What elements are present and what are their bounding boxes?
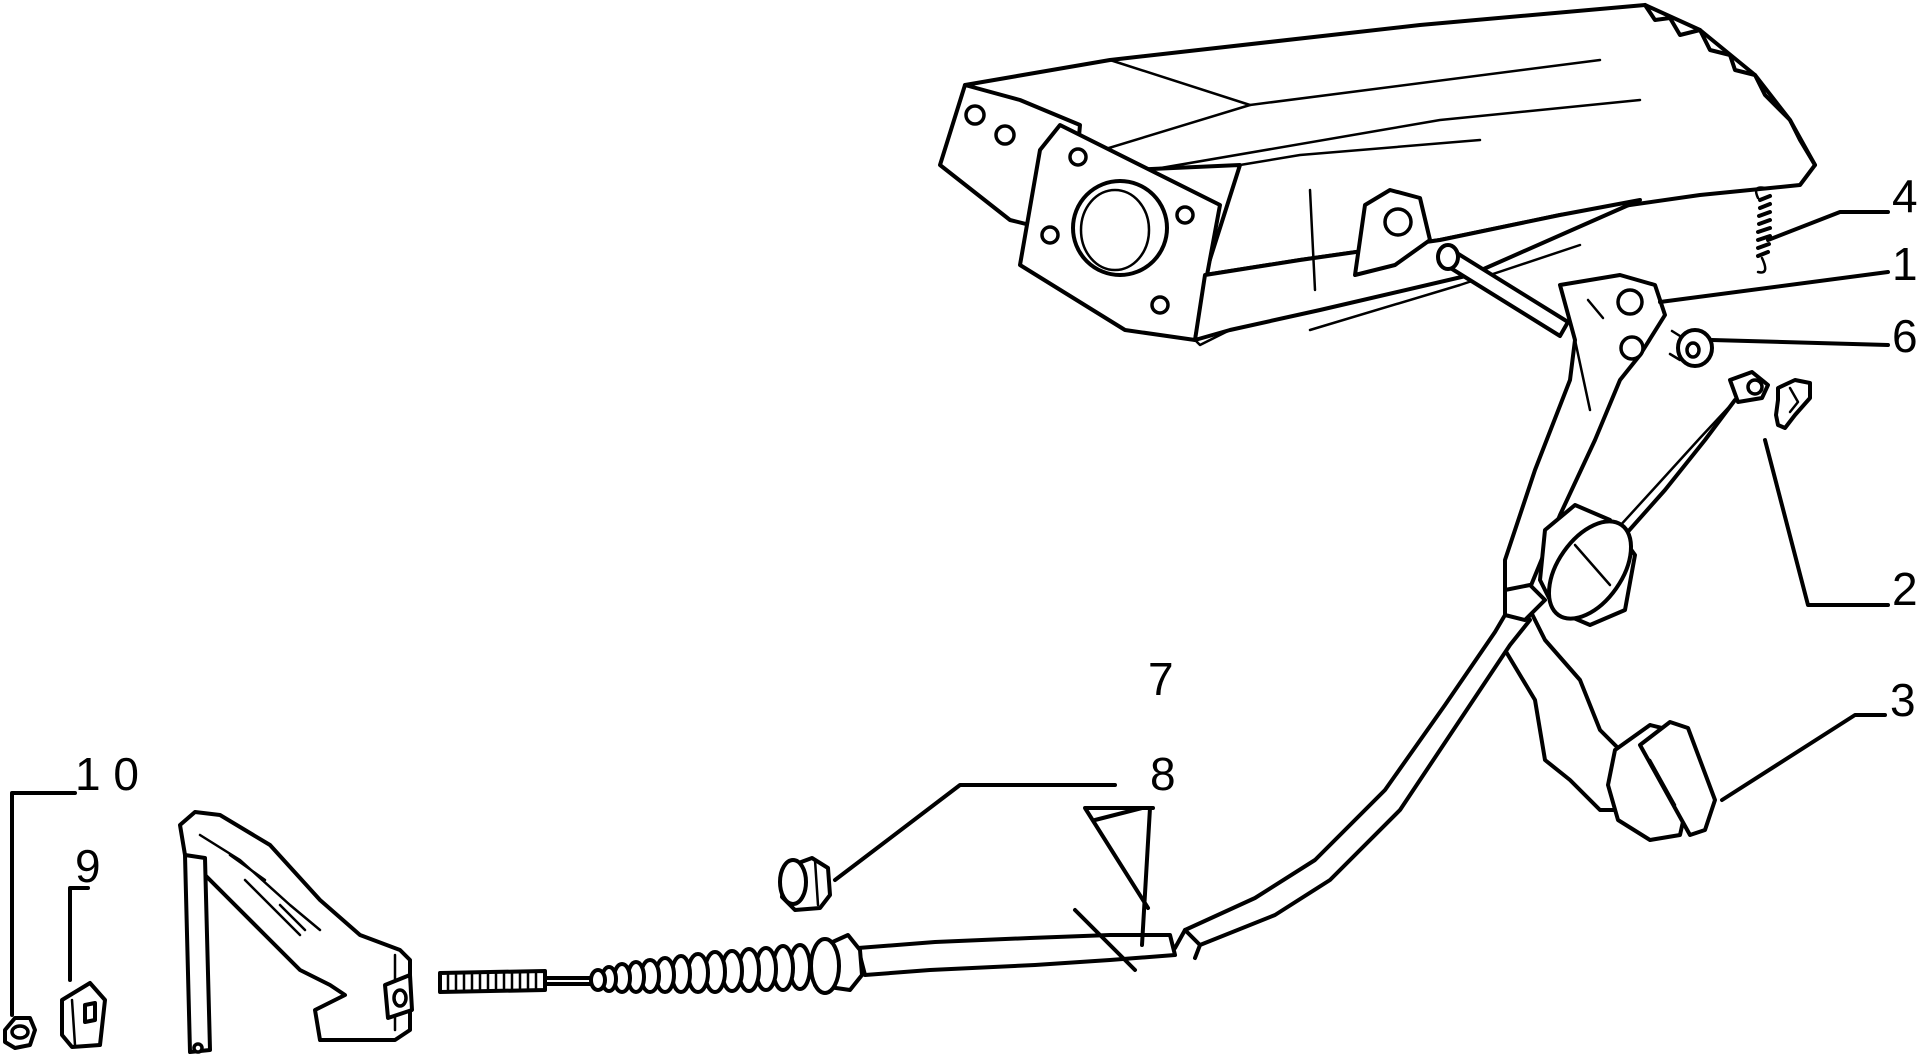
bushing: [1668, 328, 1714, 368]
pivot-shaft: [1436, 243, 1570, 338]
nut: [3, 1016, 37, 1050]
clutch-pedal-arm: [1503, 273, 1717, 842]
callout-labels: 4 1 6 2 3 7 8 9 1 0: [75, 170, 1918, 892]
callout-8: 8: [1150, 748, 1176, 800]
callout-6: 6: [1892, 310, 1918, 362]
grommet: [778, 856, 832, 912]
callout-7: 7: [1148, 653, 1174, 705]
cable-bellows: [589, 943, 812, 994]
callout-2: 2: [1892, 563, 1918, 615]
release-lever: [178, 810, 414, 1054]
clutch-cable-assembly: [438, 503, 1637, 995]
callout-9: 9: [75, 840, 101, 892]
cable-end-eye: [1616, 370, 1770, 537]
callout-10: 1 0: [75, 748, 139, 800]
return-spring: [1754, 186, 1772, 274]
pedal-bracket-housing: [938, 3, 1817, 347]
callout-4: 4: [1892, 170, 1918, 222]
callout-3: 3: [1890, 674, 1916, 726]
retaining-clip: [60, 981, 107, 1049]
callout-1: 1: [1892, 238, 1918, 290]
cable-clip: [1774, 378, 1812, 430]
leader-lines: [10, 210, 1890, 1017]
